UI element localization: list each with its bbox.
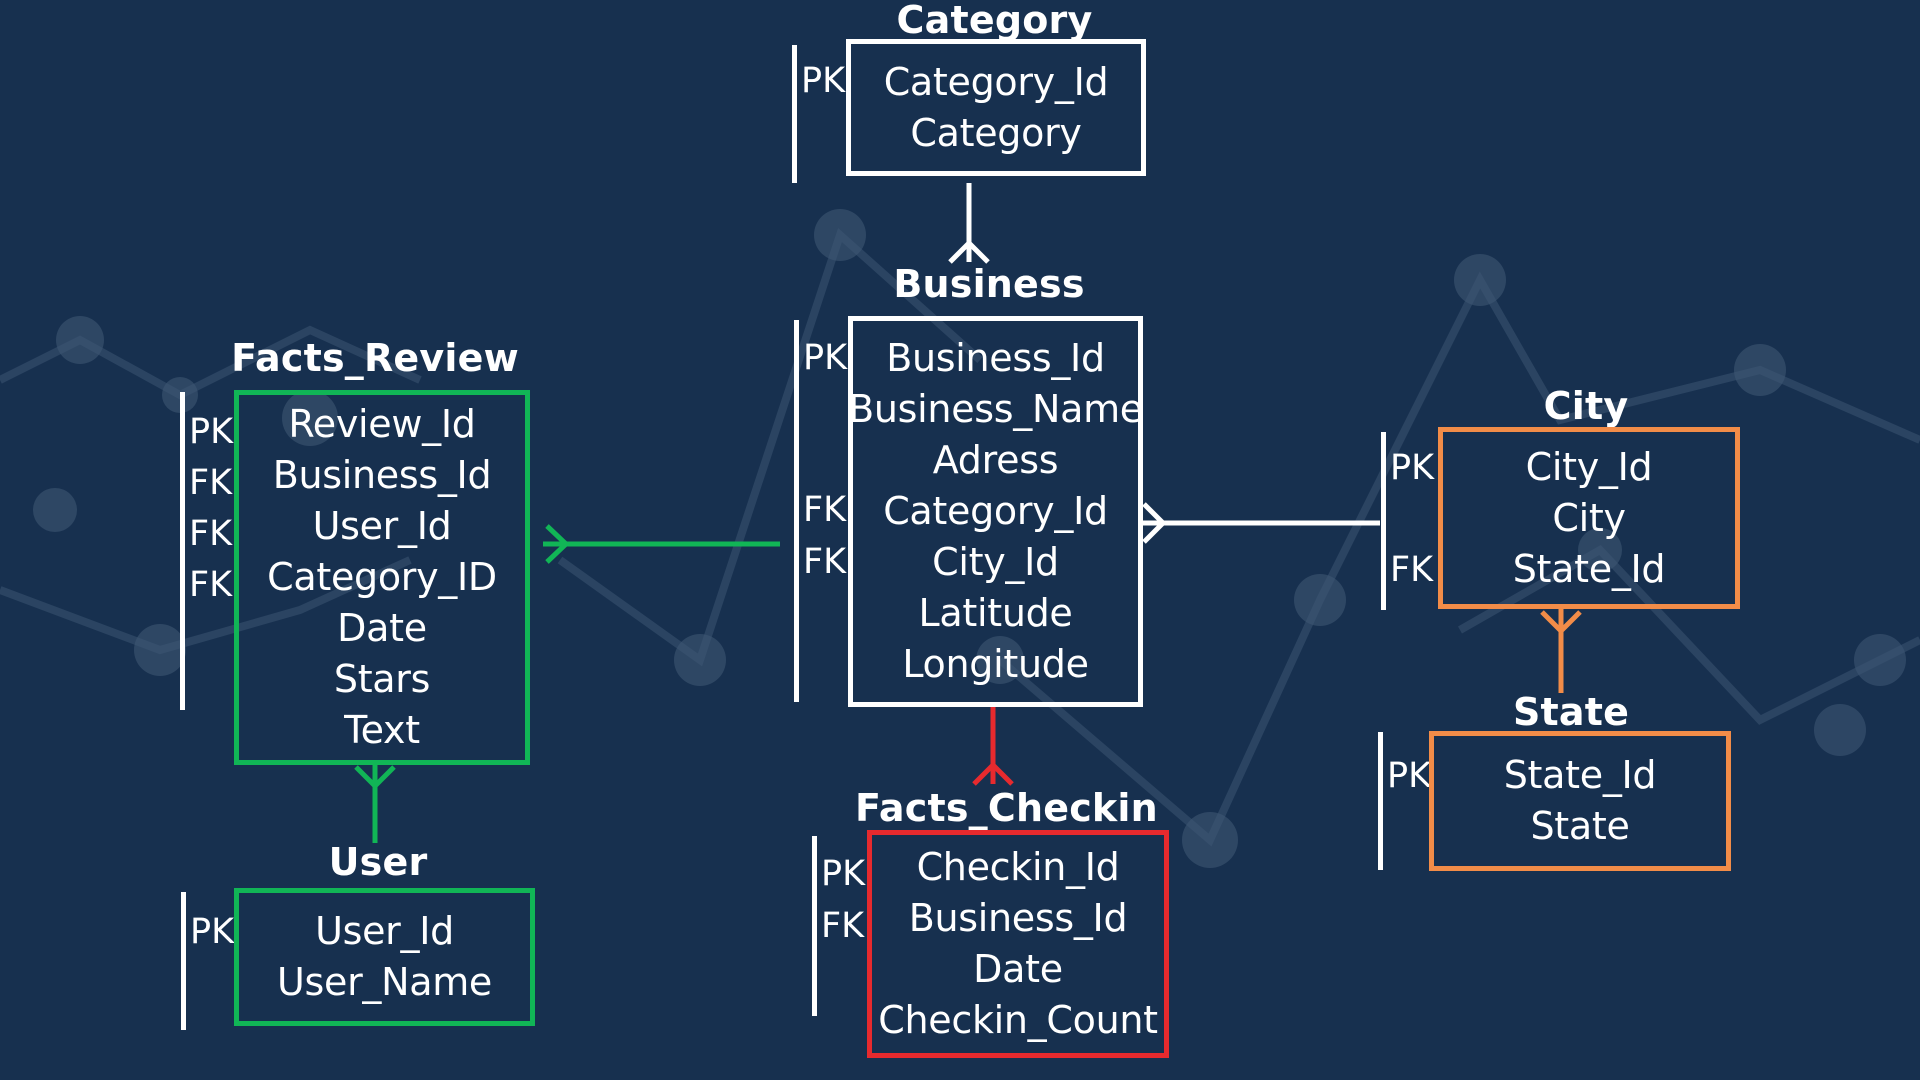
facts-review-key-fk-category: FK (189, 565, 233, 605)
facts-review-title: Facts_Review (231, 336, 519, 380)
business-city-connector (1141, 502, 1380, 544)
user-key-pk: PK (190, 912, 235, 952)
facts-review-field-text: Text (344, 708, 420, 752)
facts-review-field-category-id: Category_ID (267, 555, 497, 599)
city-table: City_Id City State_Id (1438, 427, 1740, 609)
facts-review-field-business-id: Business_Id (272, 453, 492, 497)
user-table: User_Id User_Name (234, 888, 535, 1026)
city-field-city: City (1552, 495, 1626, 540)
facts-checkin-key-fk-business: FK (821, 906, 865, 946)
facts-review-table: Review_Id Business_Id User_Id Category_I… (234, 390, 530, 765)
facts-review-key-bar: PK FK FK FK (180, 392, 234, 710)
city-key-fk-state: FK (1390, 550, 1434, 590)
business-field-adress: Adress (932, 438, 1059, 482)
facts-review-field-review-id: Review_Id (288, 402, 476, 446)
business-key-fk-city: FK (803, 542, 847, 582)
state-table: State_Id State (1429, 731, 1731, 871)
category-table: Category_Id Category (846, 39, 1146, 176)
business-field-longitude: Longitude (902, 642, 1089, 686)
state-key-bar: PK (1378, 732, 1432, 870)
facts-checkin-table: Checkin_Id Business_Id Date Checkin_Coun… (867, 830, 1169, 1058)
business-field-business-id: Business_Id (886, 336, 1105, 380)
state-title: State (1512, 690, 1630, 734)
city-key-bar: PK FK (1381, 432, 1435, 610)
business-field-category-id: Category_Id (883, 489, 1108, 533)
facts-review-key-fk-user: FK (189, 514, 233, 554)
category-field-category-id: Category_Id (883, 59, 1109, 104)
business-field-latitude: Latitude (918, 591, 1073, 635)
facts-checkin-key-pk: PK (821, 854, 866, 894)
user-key-bar: PK (181, 892, 235, 1030)
city-state-connector (1540, 609, 1582, 693)
business-key-bar: PK FK FK (794, 320, 848, 702)
facts-checkin-field-checkin-id: Checkin_Id (916, 845, 1120, 889)
facts-review-field-user-id: User_Id (312, 504, 452, 548)
business-table: Business_Id Business_Name Adress Categor… (848, 316, 1143, 707)
city-field-city-id: City_Id (1525, 444, 1653, 489)
review-business-connector (543, 524, 780, 564)
business-field-city-id: City_Id (932, 540, 1059, 584)
category-field-category: Category (910, 110, 1082, 155)
user-field-user-name: User_Name (276, 960, 493, 1004)
business-title: Business (893, 262, 1085, 306)
facts-checkin-field-checkin-count: Checkin_Count (878, 998, 1158, 1042)
state-field-state: State (1530, 804, 1630, 848)
business-checkin-connector (972, 706, 1014, 786)
facts-review-field-date: Date (337, 606, 427, 650)
category-business-connector (948, 183, 990, 264)
category-key-bar: PK (792, 45, 846, 183)
facts-checkin-title: Facts_Checkin (855, 786, 1158, 830)
review-user-connector (354, 765, 396, 843)
user-field-user-id: User_Id (315, 909, 454, 953)
category-title: Category (896, 0, 1093, 42)
facts-checkin-key-bar: PK FK (812, 836, 866, 1016)
facts-review-key-fk-business: FK (189, 463, 233, 503)
business-field-business-name: Business_Name (848, 387, 1143, 431)
facts-checkin-field-business-id: Business_Id (908, 896, 1128, 940)
business-key-fk-category: FK (803, 490, 847, 530)
business-key-pk: PK (803, 338, 848, 378)
category-key-pk: PK (801, 61, 846, 101)
city-title: City (1543, 384, 1629, 428)
state-field-state-id: State_Id (1503, 753, 1657, 797)
facts-review-field-stars: Stars (333, 657, 431, 701)
facts-checkin-field-date: Date (973, 947, 1063, 991)
city-field-state-id: State_Id (1512, 546, 1666, 591)
city-key-pk: PK (1390, 448, 1435, 488)
facts-review-key-pk: PK (189, 412, 234, 452)
state-key-pk: PK (1387, 756, 1432, 796)
user-title: User (328, 840, 428, 884)
